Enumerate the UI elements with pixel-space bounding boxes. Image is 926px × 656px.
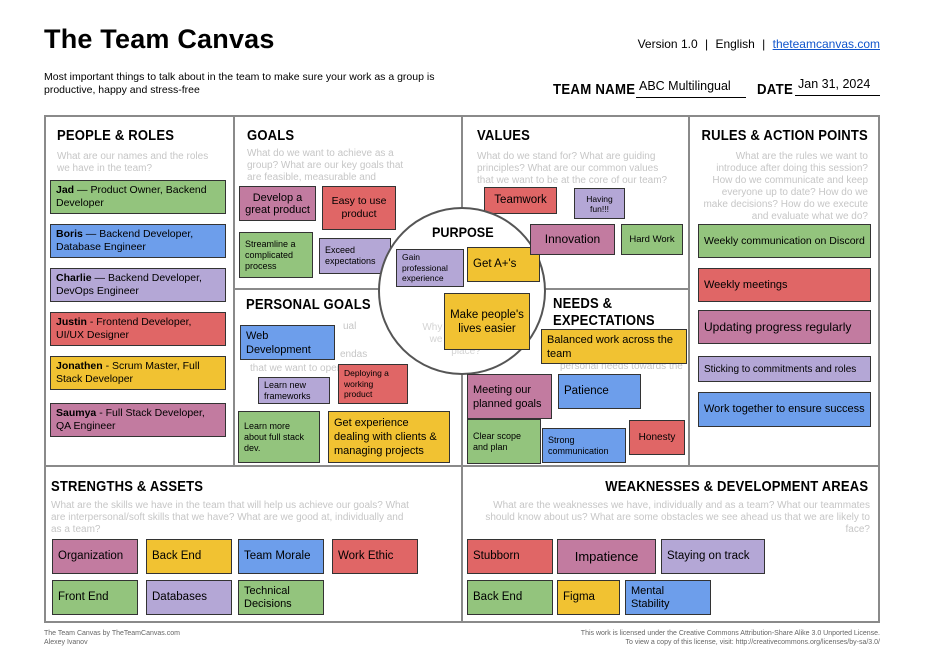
sticky-note[interactable]: Work Ethic	[332, 539, 418, 574]
sticky-note[interactable]: Work together to ensure success	[698, 392, 871, 427]
version-bar: Version 1.0 | English | theteamcanvas.co…	[638, 37, 880, 51]
separator: |	[704, 37, 709, 51]
sticky-note[interactable]: Learn new frameworks	[258, 377, 330, 404]
sticky-note[interactable]: Weekly meetings	[698, 268, 871, 302]
sticky-note[interactable]: Staying on track	[661, 539, 765, 574]
sticky-note[interactable]: Updating progress regularly	[698, 310, 871, 344]
sticky-note[interactable]: Easy to use product	[322, 186, 396, 230]
sticky-note[interactable]: Weekly communication on Discord	[698, 224, 871, 258]
section-question-fragment: ual	[343, 321, 357, 332]
language-label[interactable]: English	[715, 37, 755, 51]
sticky-note[interactable]: Stubborn	[467, 539, 553, 574]
sticky-note[interactable]: Make people's lives easier	[444, 293, 530, 350]
sticky-note[interactable]: Team Morale	[238, 539, 324, 574]
section-title-values: VALUES	[477, 128, 531, 144]
sticky-note[interactable]: Clear scope and plan	[467, 419, 541, 464]
sticky-note[interactable]: Mental Stability	[625, 580, 711, 615]
sticky-note-person[interactable]: Jad — Product Owner, Backend Developer	[50, 180, 226, 214]
section-question: What do we stand for? What are guiding p…	[477, 151, 668, 186]
sticky-note[interactable]: Meeting our planned goals	[467, 374, 552, 419]
section-question: What are the rules we want to introduce …	[703, 151, 868, 222]
sticky-note-person[interactable]: Jonathen - Scrum Master, Full Stack Deve…	[50, 356, 226, 390]
sticky-note-person[interactable]: Justin - Frontend Developer, UI/UX Desig…	[50, 312, 226, 346]
sticky-note[interactable]: Deploying a working product	[338, 364, 408, 404]
sticky-note-person[interactable]: Boris — Backend Developer, Database Engi…	[50, 224, 226, 258]
page-subtitle: Most important things to talk about in t…	[44, 71, 435, 96]
sticky-note[interactable]: Balanced work across the team	[541, 329, 687, 364]
team-name-field[interactable]: ABC Multilingual	[636, 79, 746, 98]
sticky-note[interactable]: Impatience	[557, 539, 656, 574]
sticky-note[interactable]: Get A+'s	[467, 247, 540, 282]
section-title-weaknesses: WEAKNESSES & DEVELOPMENT AREAS	[604, 479, 868, 495]
section-title-needs-expectations: NEEDS & EXPECTATIONS	[553, 296, 655, 329]
section-title-goals: GOALS	[247, 128, 295, 144]
sticky-note-person[interactable]: Charlie — Backend Developer, DevOps Engi…	[50, 268, 226, 302]
section-question: What are the skills we have in the team …	[51, 500, 409, 535]
divider	[44, 465, 880, 467]
section-title-rules: RULES & ACTION POINTS	[701, 128, 868, 144]
sticky-note[interactable]: Back End	[467, 580, 553, 615]
sticky-note[interactable]: Technical Decisions	[238, 580, 324, 615]
sticky-note[interactable]: Gain professional experience	[396, 249, 464, 287]
section-question: What are the weaknesses we have, individ…	[485, 500, 870, 535]
sticky-note[interactable]: Front End	[52, 580, 138, 615]
sticky-note[interactable]: Web Development	[240, 325, 335, 360]
footer-credit: The Team Canvas by TheTeamCanvas.com Ale…	[44, 630, 180, 646]
section-question: What do we want to achieve as a group? W…	[247, 148, 404, 183]
section-title-strengths: STRENGTHS & ASSETS	[51, 479, 204, 495]
team-name-label: TEAM NAME	[553, 81, 636, 98]
sticky-note-person[interactable]: Saumya - Full Stack Developer, QA Engine…	[50, 403, 226, 437]
separator: |	[762, 37, 766, 51]
section-question-fragment: endas	[340, 349, 368, 360]
date-label: DATE	[757, 81, 794, 98]
sticky-note[interactable]: Get experience dealing with clients & ma…	[328, 411, 450, 463]
sticky-note[interactable]: Patience	[558, 374, 641, 409]
divider	[233, 115, 235, 466]
sticky-note[interactable]: Honesty	[629, 420, 685, 455]
page-title: The Team Canvas	[44, 24, 275, 54]
sticky-note[interactable]: Organization	[52, 539, 138, 574]
section-title-purpose: PURPOSE	[432, 224, 494, 240]
section-question-fragment: that we want to oper	[250, 363, 341, 374]
sticky-note[interactable]: Teamwork	[484, 187, 557, 214]
section-question-fragment: personal needs towards the	[560, 361, 683, 372]
sticky-note[interactable]: Strong communication	[542, 428, 626, 463]
divider	[688, 115, 690, 466]
version-label: Version 1.0	[637, 37, 698, 51]
section-question: What are our names and the roles we have…	[57, 151, 209, 174]
sticky-note[interactable]: Exceed expectations	[319, 238, 391, 274]
site-link[interactable]: theteamcanvas.com	[772, 37, 880, 51]
sticky-note[interactable]: Databases	[146, 580, 232, 615]
sticky-note[interactable]: Streamline a complicated process	[239, 232, 313, 278]
sticky-note[interactable]: Innovation	[530, 224, 615, 255]
sticky-note[interactable]: Having fun!!!	[574, 188, 625, 219]
sticky-note[interactable]: Figma	[557, 580, 620, 615]
section-title-personal-goals: PERSONAL GOALS	[246, 297, 371, 313]
sticky-note[interactable]: Back End	[146, 539, 232, 574]
date-field[interactable]: Jan 31, 2024	[795, 77, 880, 96]
sticky-note[interactable]: Sticking to commitments and roles	[698, 356, 871, 382]
sticky-note[interactable]: Develop a great product	[239, 186, 316, 221]
footer-license: This work is licensed under the Creative…	[580, 630, 880, 646]
sticky-note[interactable]: Learn more about full stack dev.	[238, 411, 320, 463]
section-title-people-roles: PEOPLE & ROLES	[57, 128, 175, 144]
sticky-note[interactable]: Hard Work	[621, 224, 683, 255]
